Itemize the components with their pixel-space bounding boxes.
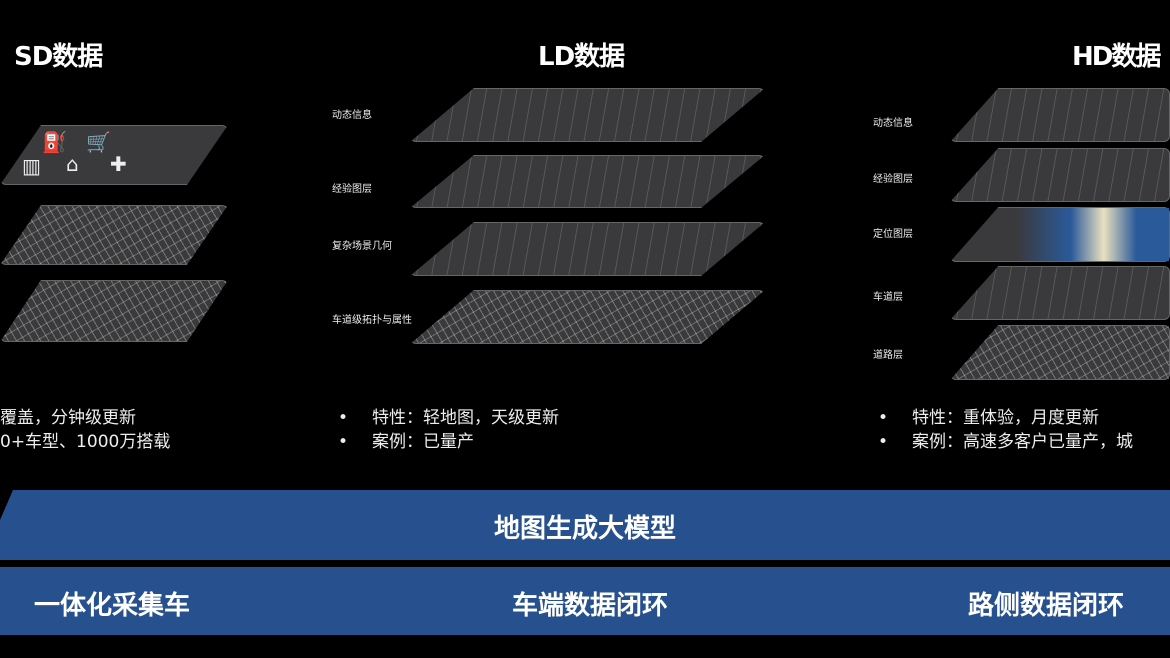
hd-layer-label: 车道层: [873, 292, 903, 303]
ld-bullet-1: •特性：轻地图，天级更新: [338, 408, 559, 428]
hd-bullet-1: •特性：重体验，月度更新: [878, 408, 1099, 428]
hd-layer-localization: [950, 207, 1170, 262]
sd-layer-city-map: [0, 280, 228, 342]
sd-layer-poi: [0, 125, 228, 185]
sd-layer-road-map: [0, 205, 228, 265]
hd-layer-label: 道路层: [873, 350, 903, 361]
data-source-banner: 一体化采集车 车端数据闭环 路侧数据闭环: [0, 567, 1170, 635]
hospital-icon: ✚: [110, 152, 127, 176]
banner-item-vehicle-data-loop: 车端数据闭环: [512, 591, 669, 621]
hd-layer-label: 动态信息: [873, 118, 913, 129]
ld-layer-label: 动态信息: [332, 110, 372, 121]
sd-bullet-1: 覆盖，分钟级更新: [0, 408, 136, 428]
hd-layer-experience: [950, 148, 1170, 202]
sd-bullets: 覆盖，分钟级更新 0+车型、1000万搭载: [0, 406, 170, 454]
hd-bullet-2: •案例：高速多客户已量产，城: [878, 432, 1133, 452]
hd-layer-road: [950, 325, 1170, 380]
ld-layer-experience: [410, 155, 765, 208]
hd-layer-lane: [950, 266, 1170, 320]
hd-bullet-text: 特性：重体验，月度更新: [912, 408, 1099, 428]
gas-station-icon: ⛽: [42, 130, 67, 154]
sd-poi-icons: ⛽ 🛒 ▥ ⌂ ✚: [20, 130, 140, 180]
ld-bullet-text: 特性：轻地图，天级更新: [372, 408, 559, 428]
banner-item-roadside-data-loop: 路侧数据闭环: [968, 591, 1125, 621]
hd-bullets: •特性：重体验，月度更新 •案例：高速多客户已量产，城: [878, 406, 1168, 454]
ld-bullet-text: 案例：已量产: [372, 432, 474, 452]
hd-layer-label: 经验图层: [873, 174, 913, 185]
ld-title: LD数据: [538, 42, 625, 72]
ld-bullets: •特性：轻地图，天级更新 •案例：已量产: [338, 406, 559, 454]
ld-layer-label: 经验图层: [332, 184, 372, 195]
hd-layer-dynamic: [950, 88, 1170, 142]
ld-layer-dynamic: [410, 88, 765, 142]
hd-bullet-text: 案例：高速多客户已量产，城: [912, 432, 1133, 452]
ld-layer-topology: [410, 290, 765, 344]
ld-layer-geometry: [410, 222, 765, 276]
ld-layer-label: 复杂场景几何: [332, 241, 392, 252]
hd-layer-label: 定位图层: [873, 229, 913, 240]
hd-title: HD数据: [1072, 42, 1161, 72]
map-generation-model-banner: 地图生成大模型: [0, 490, 1170, 560]
sd-bullet-2: 0+车型、1000万搭载: [0, 432, 171, 452]
sd-title: SD数据: [14, 42, 103, 72]
banner-item-collection-vehicle: 一体化采集车: [34, 591, 191, 621]
shopping-cart-icon: 🛒: [86, 130, 111, 154]
banner-top-label: 地图生成大模型: [493, 514, 676, 544]
ld-bullet-2: •案例：已量产: [338, 432, 474, 452]
home-icon: ⌂: [66, 152, 79, 176]
ld-layer-label: 车道级拓扑与属性: [332, 315, 412, 326]
building-icon: ▥: [22, 154, 41, 178]
